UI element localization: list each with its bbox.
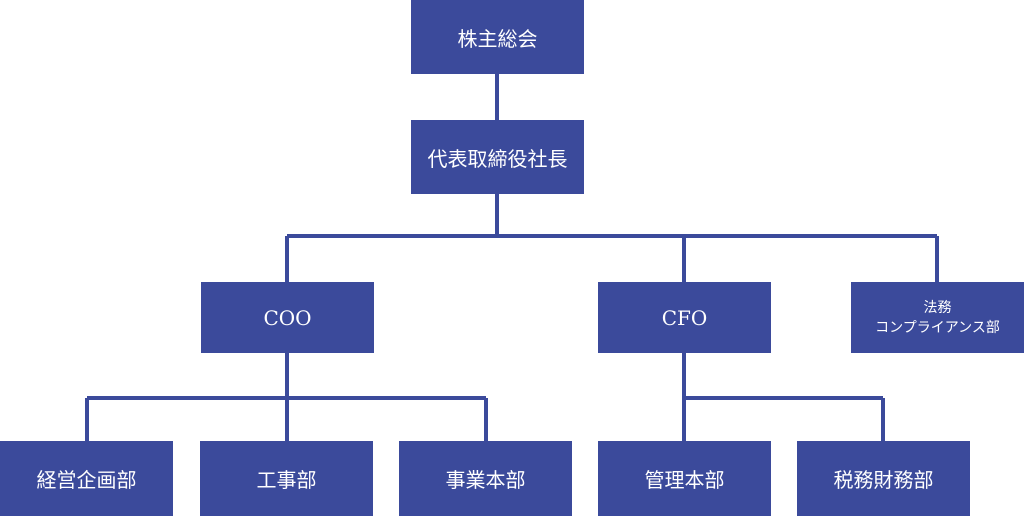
node-label-line1: 法務: [923, 299, 952, 316]
node-administration-hq: 管理本部: [598, 441, 771, 516]
node-label: 事業本部: [445, 468, 526, 492]
node-label-line2: コンプライアンス部: [875, 319, 1000, 336]
node-label: CFO: [661, 305, 708, 330]
node-legal-compliance: 法務 コンプライアンス部: [851, 282, 1024, 353]
node-tax-finance: 税務財務部: [797, 441, 970, 516]
node-label: 経営企画部: [36, 468, 137, 492]
node-management-planning: 経営企画部: [0, 441, 173, 516]
node-president: 代表取締役社長: [411, 120, 584, 194]
node-label: 株主総会: [457, 26, 538, 51]
node-label: 工事部: [256, 468, 317, 492]
node-label: COO: [263, 305, 312, 330]
node-label: 代表取締役社長: [427, 146, 568, 171]
node-label: 税務財務部: [833, 468, 934, 492]
node-label: 管理本部: [644, 468, 725, 492]
node-coo: COO: [201, 282, 374, 353]
node-construction: 工事部: [200, 441, 373, 516]
node-cfo: CFO: [598, 282, 771, 353]
node-business-hq: 事業本部: [399, 441, 572, 516]
node-shareholders-meeting: 株主総会: [411, 0, 584, 74]
